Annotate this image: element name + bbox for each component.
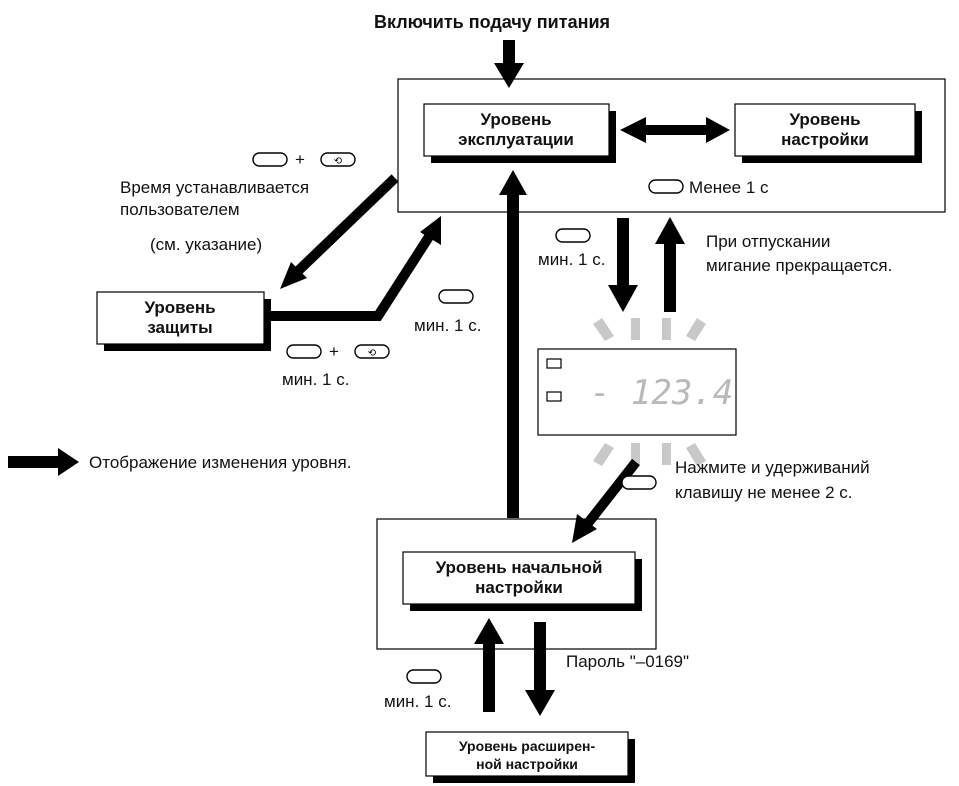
advanced-level-line1: Уровень расширен- [459, 738, 596, 754]
mode-key-icon [555, 228, 591, 243]
less-than-1s-label: Менее 1 с [689, 178, 769, 197]
mode-key-icon [621, 475, 657, 490]
mode-key-icon [252, 152, 288, 167]
controller-display: - 123.4 [537, 348, 737, 436]
display-indicator-bottom [546, 391, 562, 402]
press-hold-line1: Нажмите и удерживаний [675, 458, 870, 477]
release-line1: При отпускании [706, 232, 830, 251]
advanced-level-line2: ной настройки [476, 756, 578, 772]
plus-label: + [329, 342, 339, 361]
legend-text: Отображение изменения уровня. [89, 453, 351, 472]
press-hold-line2: клавишу не менее 2 с. [675, 483, 853, 502]
legend-arrow-icon [8, 448, 79, 476]
protection-to-operation-arrow [271, 216, 441, 321]
mode-key-icon [286, 344, 322, 359]
adjustment-level-line1: Уровень [789, 110, 860, 129]
blink-rays-bottom [593, 443, 706, 466]
plus-label: + [295, 150, 305, 169]
advanced-level-box: Уровень расширен- ной настройки [425, 731, 635, 783]
level-key-icon [320, 152, 356, 167]
see-note-label: (см. указание) [150, 235, 262, 254]
adjustment-level-line2: настройки [781, 130, 869, 149]
operation-level-line2: эксплуатации [458, 130, 574, 149]
time-set-line2: пользователем [120, 200, 240, 219]
min-1s-label-protection: мин. 1 с. [282, 370, 349, 389]
power-on-arrow [494, 40, 524, 88]
min-1s-label-initial-return: мин. 1 с. [414, 316, 481, 335]
key-combo-bottom: + ⟲ [286, 342, 390, 361]
protection-level-line1: Уровень [144, 298, 215, 317]
initial-level-box: Уровень начальной настройки [402, 551, 642, 611]
protection-level-line2: защиты [147, 318, 212, 337]
level-key-icon [354, 344, 390, 359]
advanced-to-initial-arrow [474, 618, 504, 712]
operation-level-box: Уровень эксплуатации [423, 103, 616, 163]
mode-key-icon [406, 669, 442, 684]
level-key-glyph-icon: ⟲ [334, 156, 343, 167]
display-readout: - 123.4 [590, 373, 733, 413]
initial-level-line1: Уровень начальной [436, 558, 603, 577]
operation-adjustment-double-arrow [620, 117, 730, 143]
operation-to-protection-arrow [280, 174, 399, 289]
initial-to-operation-arrow [499, 170, 527, 518]
display-to-operation-arrow [655, 217, 685, 312]
time-set-line1: Время устанавливается [120, 178, 309, 197]
power-on-title: Включить подачу питания [374, 12, 610, 32]
mode-key-icon [648, 179, 684, 194]
operation-level-line1: Уровень [480, 110, 551, 129]
operation-to-display-arrow [608, 218, 638, 312]
password-label: Пароль "–0169" [566, 652, 689, 671]
display-indicator-top [546, 358, 562, 369]
initial-level-line2: настройки [475, 578, 563, 597]
initial-to-advanced-arrow [525, 622, 555, 716]
key-combo-top: + ⟲ [252, 150, 356, 169]
level-key-glyph-icon: ⟲ [368, 348, 377, 359]
display-to-initial-arrow [572, 458, 640, 543]
adjustment-level-box: Уровень настройки [734, 103, 922, 163]
min-1s-label-advanced: мин. 1 с. [384, 692, 451, 711]
release-line2: мигание прекращается. [706, 256, 892, 275]
protection-level-box: Уровень защиты [96, 291, 271, 351]
mode-key-icon [438, 289, 474, 304]
blink-rays-top [593, 318, 706, 341]
min-1s-label-display: мин. 1 с. [538, 250, 605, 269]
